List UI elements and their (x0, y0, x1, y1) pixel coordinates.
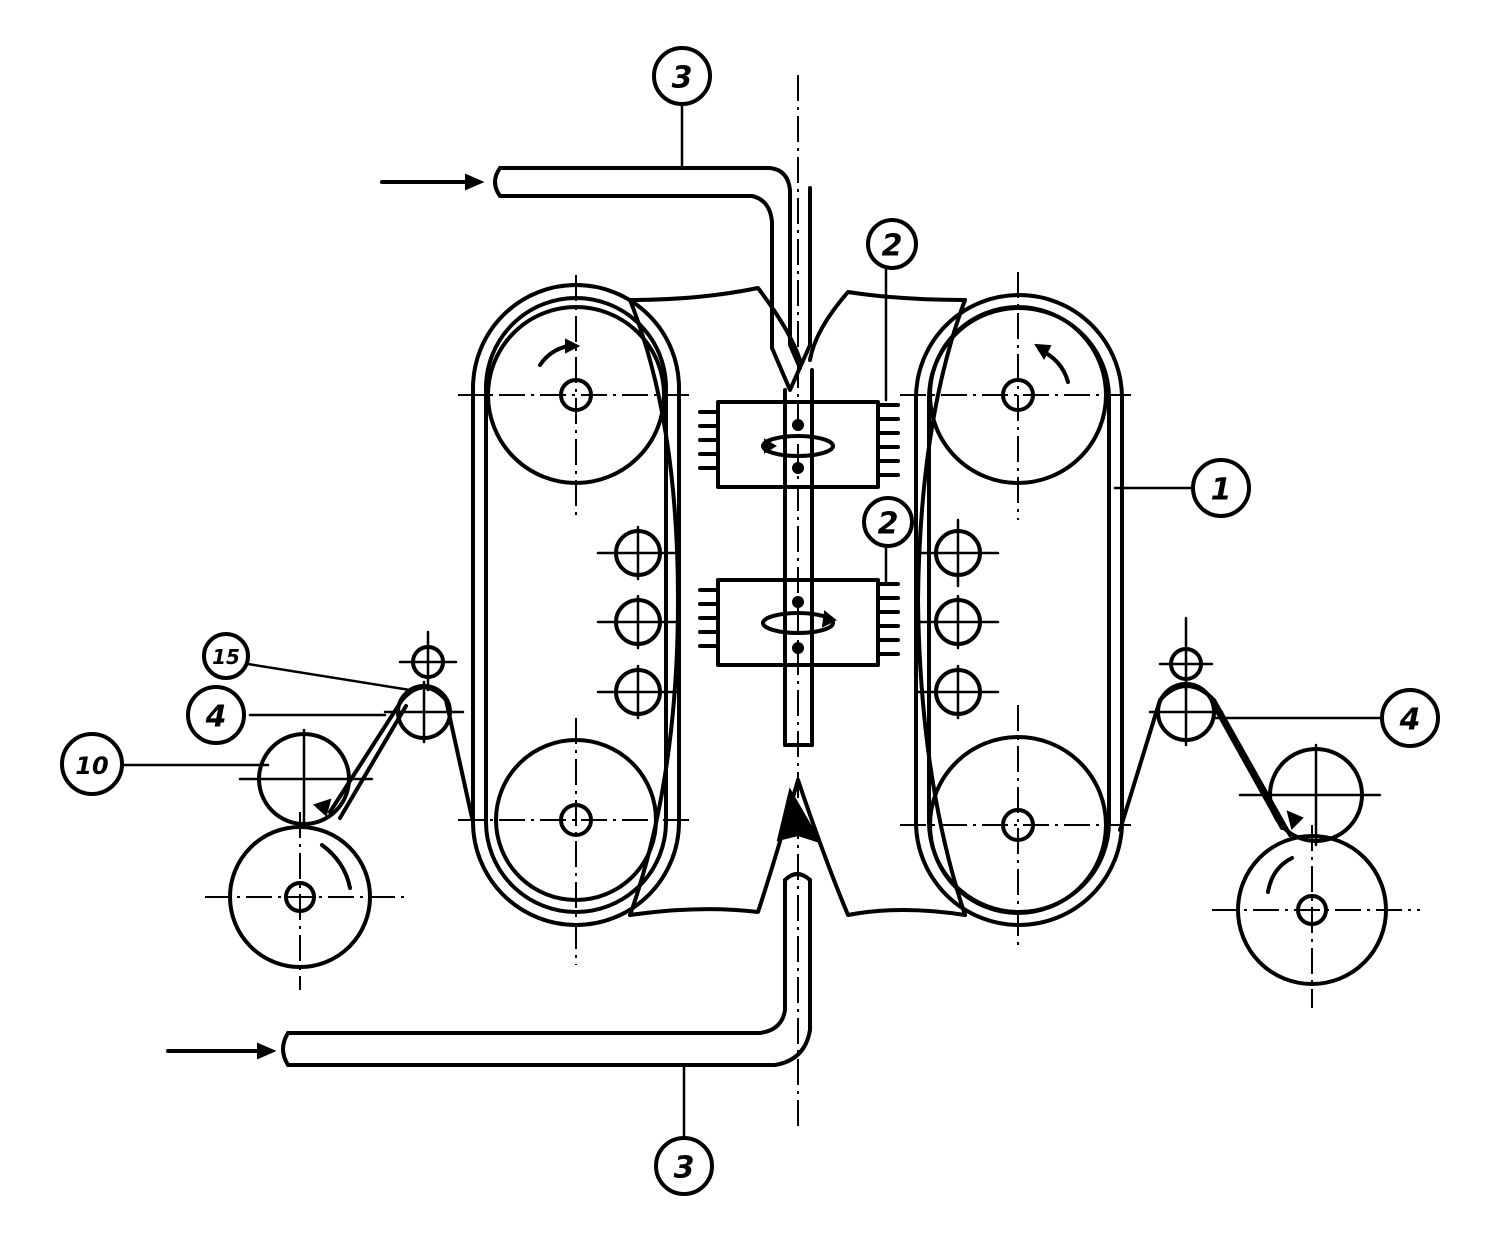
right-belt-assembly (900, 272, 1135, 945)
upper-feed-arrow (380, 173, 485, 191)
callout-15: 15 (202, 632, 250, 680)
callout-3-lower: 3 (654, 1136, 714, 1196)
callout-1-label: 1 (1211, 473, 1232, 508)
callout-3-upper-label: 3 (672, 61, 693, 96)
film-webs (628, 286, 967, 917)
upper-feed-tube (493, 166, 812, 392)
callout-3-lower-label: 3 (674, 1151, 695, 1186)
left-supply-rolls (205, 728, 410, 990)
center-tube (783, 368, 814, 747)
callout-10: 10 (60, 732, 124, 796)
lower-heater-block (698, 578, 900, 667)
callout-4-right-label: 4 (1399, 703, 1421, 738)
callout-4-left: 4 (186, 685, 246, 745)
callout-15-label: 15 (212, 645, 240, 669)
callout-10-label: 10 (75, 752, 108, 780)
upper-heater-block (698, 400, 900, 489)
lower-feed-tube (281, 872, 812, 1067)
right-pressure-rollers (916, 518, 1000, 720)
callout-4-left-label: 4 (205, 700, 227, 735)
callout-2-lower-label: 2 (878, 507, 899, 542)
callout-1: 1 (1191, 458, 1251, 518)
right-takeup-rolls (1212, 743, 1420, 1008)
callout-2-upper: 2 (866, 218, 918, 270)
callout-3-upper: 3 (652, 46, 712, 106)
callout-leaders (120, 98, 1384, 1142)
callout-2-lower: 2 (862, 496, 914, 548)
callout-4-right: 4 (1380, 688, 1440, 748)
side-film-paths (328, 684, 1292, 837)
callout-2-upper-label: 2 (882, 229, 903, 264)
seam-wedge (776, 787, 823, 844)
left-pressure-rollers (596, 525, 680, 720)
right-idler-rollers (1148, 616, 1224, 747)
left-belt-assembly (458, 275, 695, 965)
lower-feed-arrow (166, 1042, 277, 1060)
